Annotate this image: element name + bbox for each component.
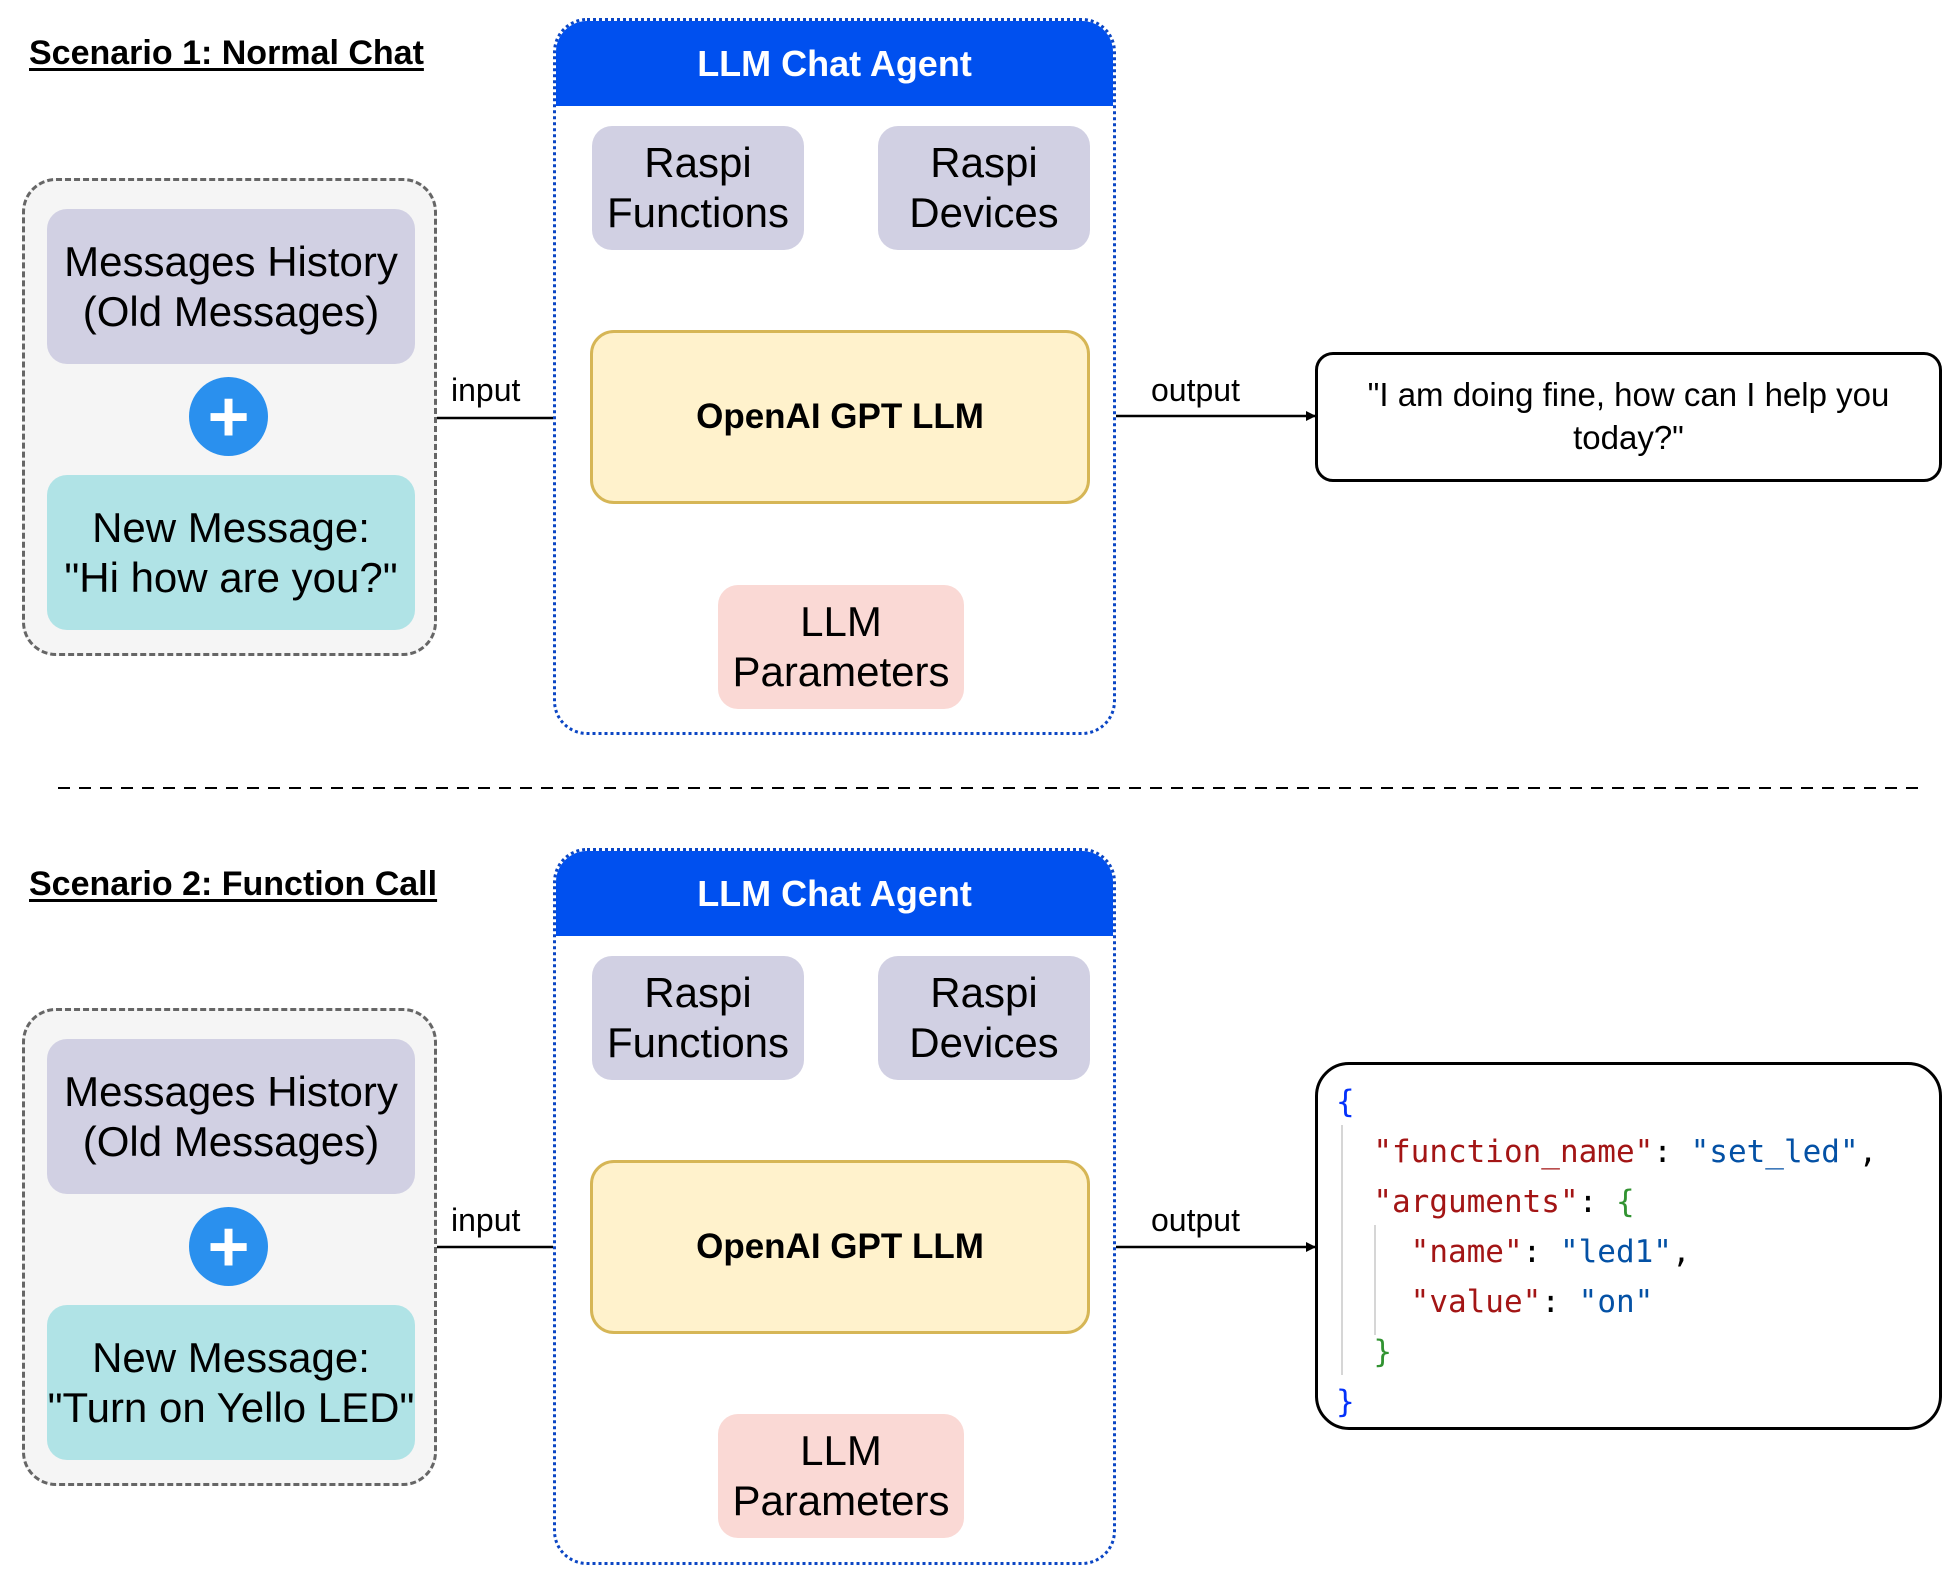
scenario1-output-label: output <box>1151 372 1240 408</box>
json-value-name: "led1" <box>1559 1234 1672 1270</box>
plus-icon: + <box>189 377 268 456</box>
scenario2-raspi-devices: Raspi Devices <box>878 956 1090 1080</box>
json-colon: : <box>1541 1284 1560 1320</box>
scenario1-input-label: input <box>451 372 521 408</box>
json-value-function-name: "set_led" <box>1690 1134 1859 1170</box>
scenario2-llm-parameters: LLM Parameters <box>718 1414 964 1538</box>
json-comma: , <box>1858 1134 1878 1170</box>
scenario2-title: Scenario 2: Function Call <box>29 865 438 903</box>
json-colon: : <box>1578 1184 1598 1220</box>
scenario1-openai-gpt-llm: OpenAI GPT LLM <box>590 330 1090 504</box>
scenario1-raspi-functions: Raspi Functions <box>592 126 804 250</box>
scenario2-new-message: New Message: "Turn on Yello LED" <box>47 1305 415 1460</box>
scenario1-title: Scenario 1: Normal Chat <box>29 34 424 72</box>
scenario1-raspi-devices: Raspi Devices <box>878 126 1090 250</box>
scenario1-new-message: New Message: "Hi how are you?" <box>47 475 415 630</box>
json-args-close-brace: } <box>1373 1334 1392 1370</box>
scenario1-llm-parameters: LLM Parameters <box>718 585 964 709</box>
scenario2-output-label: output <box>1151 1202 1240 1238</box>
scenario2-input-label: input <box>451 1202 521 1238</box>
scenario1-output-message: "I am doing fine, how can I help you tod… <box>1315 352 1942 482</box>
json-key-name: "name" <box>1410 1234 1523 1270</box>
agent-title: LLM Chat Agent <box>556 21 1113 106</box>
scenario2-output-json: { "function_name": "set_led", "arguments… <box>1315 1062 1942 1430</box>
json-close-brace: } <box>1336 1384 1355 1420</box>
json-key-arguments: "arguments" <box>1373 1184 1579 1220</box>
json-comma: , <box>1671 1234 1691 1270</box>
json-colon: : <box>1522 1234 1542 1270</box>
scenario2-raspi-functions: Raspi Functions <box>592 956 804 1080</box>
scenario1-messages-history: Messages History (Old Messages) <box>47 209 415 364</box>
json-key-value: "value" <box>1410 1284 1542 1320</box>
plus-icon: + <box>189 1207 268 1286</box>
scenario2-messages-history: Messages History (Old Messages) <box>47 1039 415 1194</box>
json-key-function-name: "function_name" <box>1373 1134 1654 1170</box>
json-args-open-brace: { <box>1615 1184 1635 1220</box>
json-value-value: "on" <box>1578 1284 1654 1320</box>
json-code-block: { "function_name": "set_led", "arguments… <box>1336 1077 1877 1427</box>
indent-guide <box>1341 1125 1343 1375</box>
json-colon: : <box>1653 1134 1672 1170</box>
agent-title: LLM Chat Agent <box>556 851 1113 936</box>
scenario2-openai-gpt-llm: OpenAI GPT LLM <box>590 1160 1090 1334</box>
indent-guide <box>1374 1225 1376 1335</box>
json-open-brace: { <box>1336 1084 1355 1120</box>
